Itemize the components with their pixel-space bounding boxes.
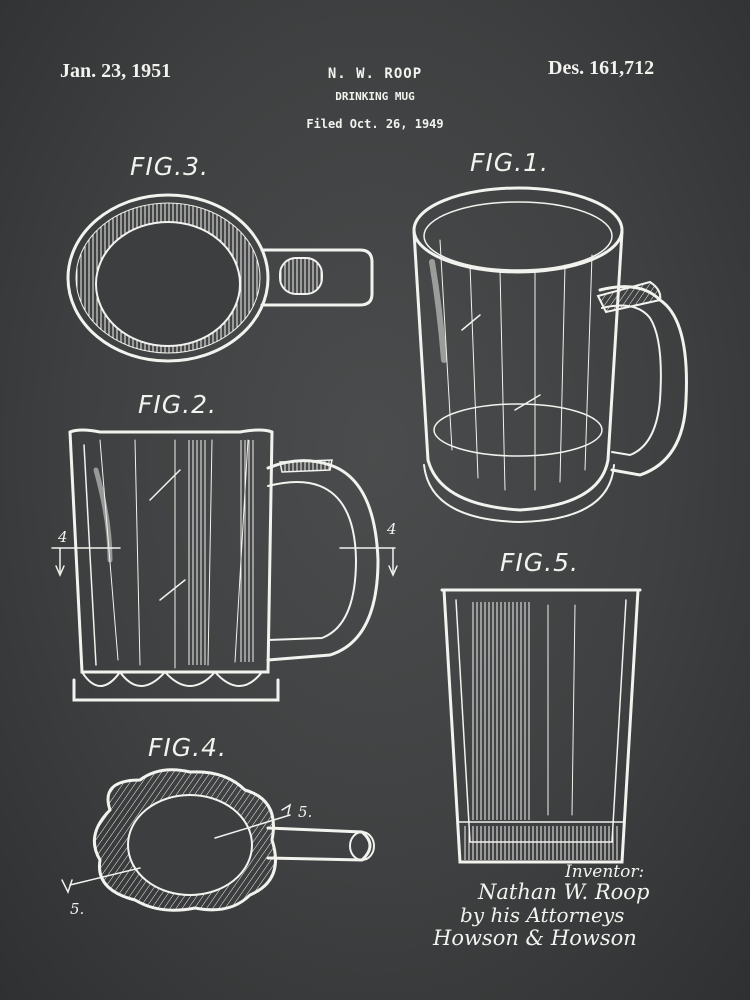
fig4-drawing bbox=[61, 768, 375, 912]
fig5-label: FIG.5. bbox=[500, 548, 579, 577]
fig2-label: FIG.2. bbox=[138, 390, 217, 419]
fig5-drawing bbox=[440, 588, 642, 864]
design-number: Des. 161,712 bbox=[548, 57, 655, 79]
section-mark-left: 4 bbox=[58, 528, 68, 546]
fig1-label: FIG.1. bbox=[470, 148, 549, 177]
fig4-label: FIG.4. bbox=[148, 733, 227, 762]
inventor-signature: Nathan W. Roop bbox=[478, 880, 650, 904]
inventor-label: Inventor: bbox=[565, 862, 645, 882]
section-mark-fig4-top: 5. bbox=[298, 803, 313, 821]
filed-date: Filed Oct. 26, 1949 bbox=[306, 117, 444, 131]
fig2-drawing bbox=[51, 428, 398, 702]
fig1-drawing bbox=[412, 186, 688, 524]
fig3-label: FIG.3. bbox=[130, 152, 209, 181]
patent-title: DRINKING MUG bbox=[335, 90, 415, 103]
section-mark-right: 4 bbox=[387, 520, 397, 538]
attorneys-signature: Howson & Howson bbox=[433, 926, 637, 950]
patent-date: Jan. 23, 1951 bbox=[60, 60, 172, 82]
section-mark-fig4-bottom: 5. bbox=[70, 900, 85, 918]
attorneys-line: by his Attorneys bbox=[460, 903, 625, 927]
fig3-drawing bbox=[66, 193, 374, 363]
inventor-header: N. W. ROOP bbox=[327, 66, 423, 82]
